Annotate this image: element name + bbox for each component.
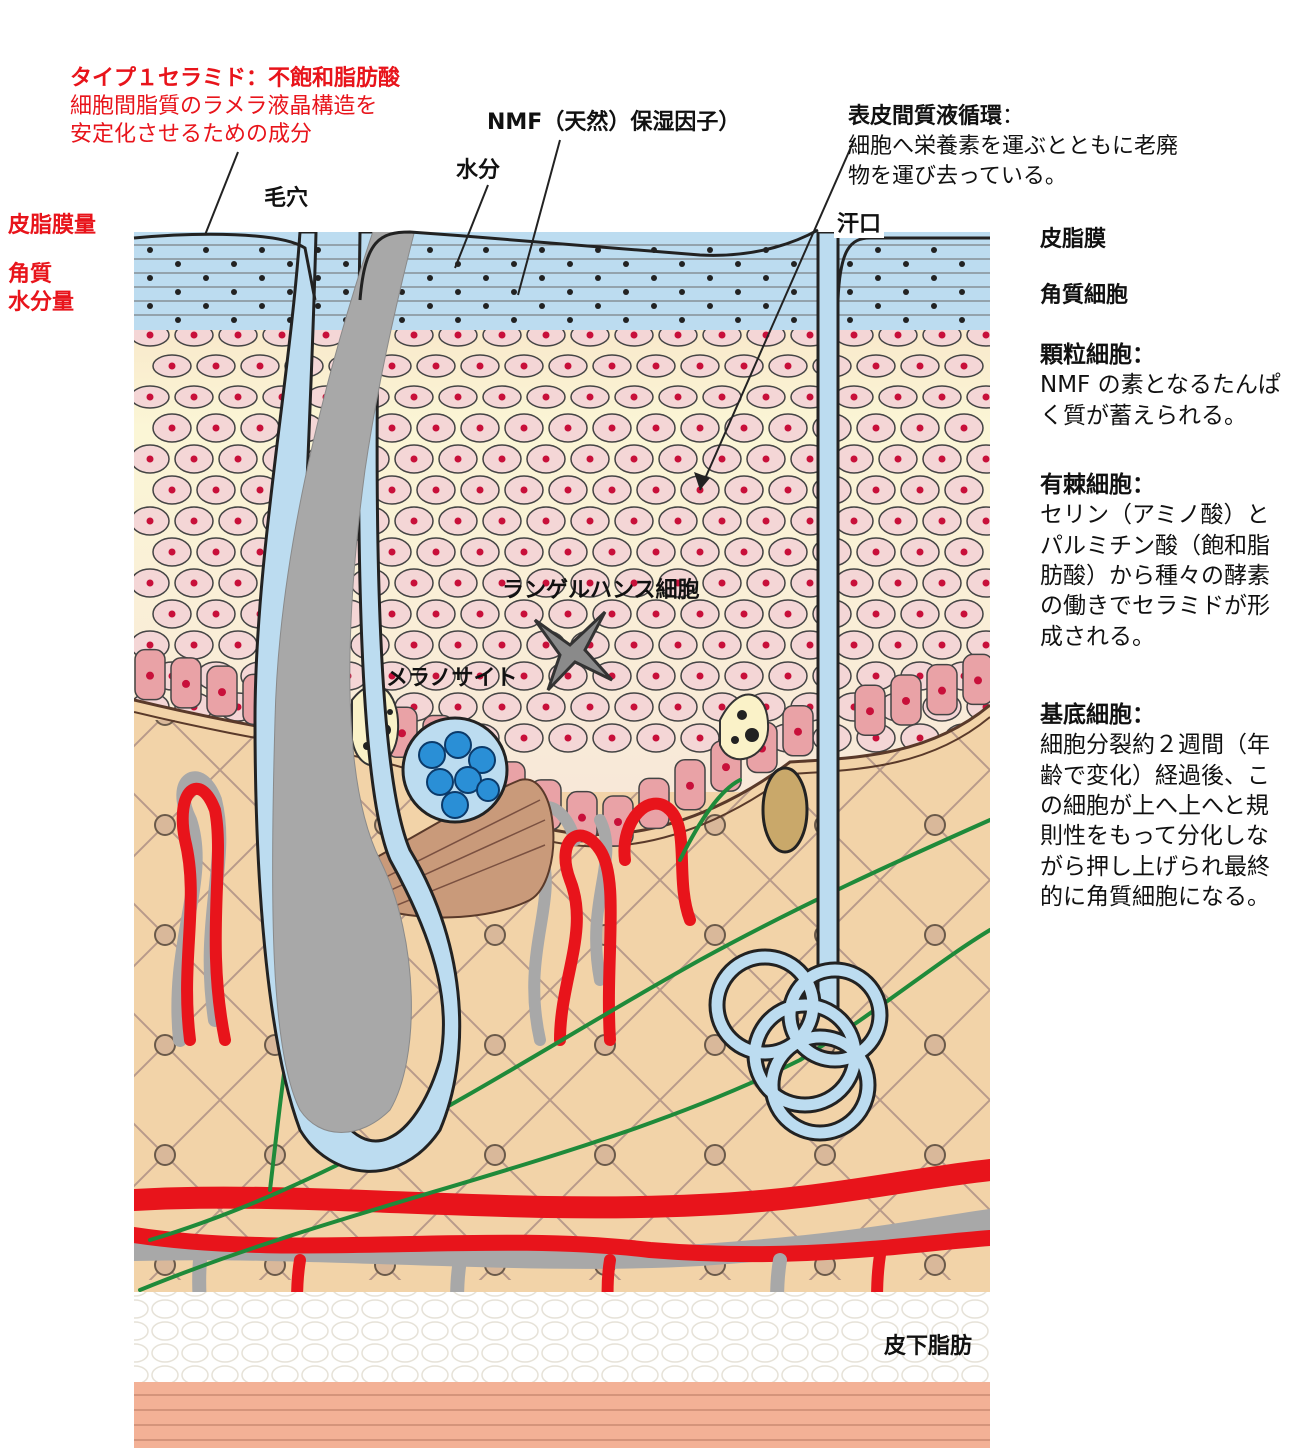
keratin-label: 角質 <box>8 262 52 288</box>
spinous-desc-line: 成される。 <box>1040 624 1155 650</box>
nmf-label: NMF（天然）保湿因子） <box>487 110 740 136</box>
ceramide-title: タイプ１セラミド：不飽和脂肪酸 <box>70 66 400 92</box>
spinous-desc-line: の働きでセラミドが形 <box>1040 593 1270 619</box>
basal-desc-line: 則性をもって分化しな <box>1040 823 1269 849</box>
spinous-cell-section: 有棘細胞： セリン（アミノ酸）と パルミチン酸（飽和脂 肪酸）から種々の酵素 の… <box>1040 470 1306 652</box>
basal-desc-line: 齢で変化）経過後、こ <box>1040 763 1270 789</box>
granular-desc-line: く質が蓄えられる。 <box>1040 403 1247 429</box>
horny-cells-label: 角質細胞 <box>1040 283 1128 309</box>
granular-desc-line: NMF の素となるたんぱ <box>1040 372 1281 398</box>
sweat-pore-label: 汗口 <box>834 212 884 238</box>
basal-desc-line: 細胞分裂約２週間（年 <box>1040 732 1270 758</box>
ceramide-leader <box>205 152 238 235</box>
circulation-desc-line1: 細胞へ栄養素を運ぶとともに老廃 <box>848 134 1178 160</box>
melanocyte-label: メラノサイト <box>386 666 518 692</box>
langerhans-label: ランゲルハンス細胞 <box>502 578 700 604</box>
sebum-film-label: 皮脂膜 <box>1040 227 1106 253</box>
stratum-corneum <box>134 232 990 330</box>
circulation-colon: ： <box>1002 104 1024 129</box>
water-label: 水分 <box>456 158 500 184</box>
ceramide-desc-line1: 細胞間脂質のラメラ液晶構造を <box>70 94 377 120</box>
circulation-title: 表皮間質液循環 <box>848 104 1002 129</box>
water-amount-label: 水分量 <box>8 290 74 316</box>
spinous-desc-line: 肪酸）から種々の酵素 <box>1040 563 1270 589</box>
sebum-amount-label: 皮脂膜量 <box>8 213 96 239</box>
spinous-desc-line: セリン（アミノ酸）と <box>1040 502 1270 528</box>
circulation-heading: 表皮間質液循環： <box>848 104 1024 130</box>
pore-label: 毛穴 <box>264 186 308 212</box>
ceramide-desc-line2: 安定化させるための成分 <box>70 122 312 148</box>
circulation-desc-line2: 物を運び去っている。 <box>848 164 1067 190</box>
basal-desc-line: の細胞が上へ上へと規 <box>1040 793 1269 819</box>
sensory-receptor <box>763 768 807 852</box>
basal-desc-line: がら押し上げられ最終 <box>1040 854 1270 880</box>
granular-cell-section: 顆粒細胞： NMF の素となるたんぱ く質が蓄えられる。 <box>1040 340 1306 431</box>
basal-cell-title: 基底細胞： <box>1040 700 1306 730</box>
granular-cell-title: 顆粒細胞： <box>1040 340 1306 370</box>
subcutaneous-fat-label: 皮下脂肪 <box>884 1334 972 1360</box>
subcutaneous-fat-layer <box>134 1292 990 1382</box>
spinous-cell-title: 有棘細胞： <box>1040 470 1306 500</box>
basal-cell-section: 基底細胞： 細胞分裂約２週間（年 齢で変化）経過後、こ の細胞が上へ上へと規 則… <box>1040 700 1306 913</box>
basal-desc-line: 的に角質細胞になる。 <box>1040 884 1270 910</box>
deep-tissue-layer <box>134 1382 990 1448</box>
spinous-desc-line: パルミチン酸（飽和脂 <box>1040 533 1270 559</box>
